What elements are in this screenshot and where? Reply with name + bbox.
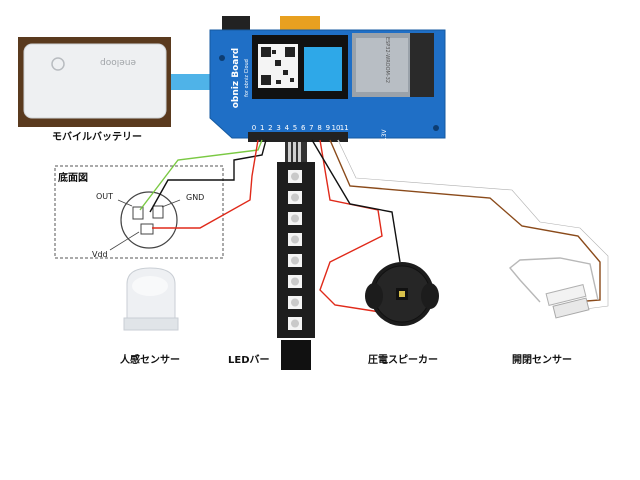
led-lens bbox=[291, 277, 299, 286]
obniz-board: ESP32-WROOM-32 obniz Board for obniz Clo… bbox=[209, 16, 446, 143]
door-sensor-wires bbox=[329, 139, 609, 311]
buzzer-wires bbox=[311, 139, 401, 313]
board-sub: for obniz Cloud bbox=[244, 59, 250, 97]
pin-label-0: 0 bbox=[252, 124, 256, 132]
pin-vdd-label: Vdd bbox=[92, 250, 108, 259]
led-lens bbox=[291, 319, 299, 328]
pin-label-11: 11 bbox=[340, 124, 349, 132]
pin-label-6: 6 bbox=[301, 124, 306, 132]
pin-label-7: 7 bbox=[309, 124, 313, 132]
pin-label-5: 5 bbox=[293, 124, 297, 132]
led-lens bbox=[291, 298, 299, 307]
label-bottom-view: 底面図 bbox=[58, 173, 88, 184]
pir-sensor bbox=[123, 267, 179, 331]
led-lens bbox=[291, 256, 299, 265]
wire-black bbox=[311, 139, 401, 263]
pin-label-3: 3 bbox=[276, 124, 280, 132]
pin-label-2: 2 bbox=[268, 124, 272, 132]
pin-label-1: 1 bbox=[260, 124, 264, 132]
wire-black bbox=[149, 139, 267, 213]
wire-red bbox=[152, 139, 259, 229]
led-lens bbox=[291, 214, 299, 223]
led-lens bbox=[291, 235, 299, 244]
wire-green bbox=[139, 139, 263, 211]
led-lens bbox=[291, 172, 299, 181]
esp32-module-label: ESP32-WROOM-32 bbox=[384, 37, 390, 83]
board-name: obniz Board bbox=[231, 48, 241, 109]
battery-brand: eneloop bbox=[100, 57, 136, 67]
door-sensor bbox=[545, 283, 590, 319]
bottom-view-box: OUT GND Vdd bbox=[54, 165, 224, 259]
pin-label-10: 10 bbox=[332, 124, 341, 132]
pin-label-4: 4 bbox=[285, 124, 290, 132]
mobile-battery: eneloop bbox=[18, 37, 171, 127]
label-pir-sensor: 人感センサー bbox=[120, 355, 180, 366]
led-lens bbox=[291, 193, 299, 202]
pir-wires bbox=[139, 139, 267, 229]
wire-red bbox=[319, 139, 383, 313]
label-mobile-battery: モバイルバッテリー bbox=[52, 132, 142, 143]
label-buzzer: 圧電スピーカー bbox=[368, 355, 438, 366]
voltage-label: 3.3V bbox=[381, 128, 388, 143]
led-bar bbox=[277, 142, 315, 370]
pin-out-label: OUT bbox=[96, 192, 113, 201]
led-chips bbox=[288, 170, 302, 330]
pin-gnd-label: GND bbox=[186, 193, 204, 202]
label-led-bar: LEDバー bbox=[228, 355, 270, 366]
usb-cable bbox=[170, 74, 218, 90]
pin-label-8: 8 bbox=[317, 124, 321, 132]
label-door-sensor: 開閉センサー bbox=[512, 355, 572, 366]
pin-label-9: 9 bbox=[326, 124, 330, 132]
piezo-buzzer bbox=[365, 262, 439, 326]
wire-brown bbox=[329, 139, 601, 303]
